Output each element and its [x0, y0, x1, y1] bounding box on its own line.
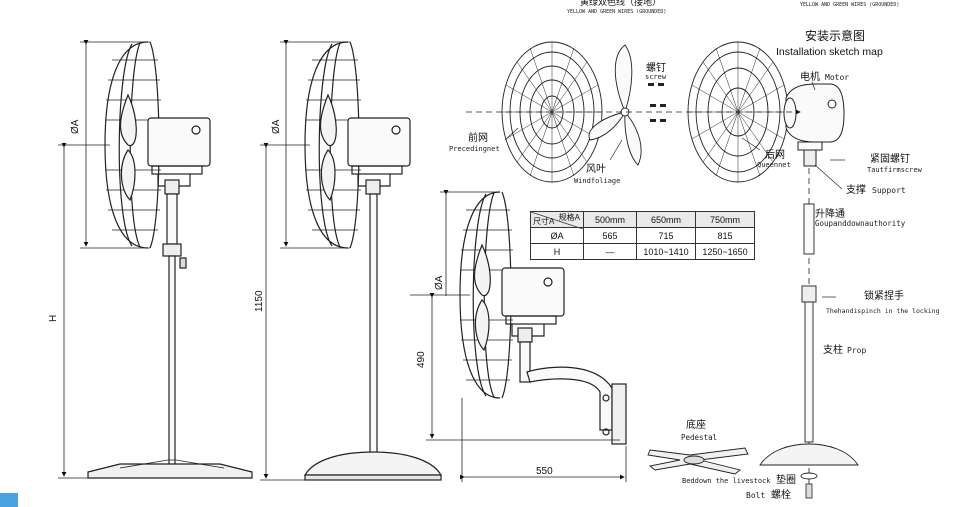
fan3-depth-label: 550: [536, 466, 553, 477]
label-screw-cn: 螺钉: [646, 62, 666, 74]
bolt: [805, 483, 813, 499]
spec-header-cell: 500mm: [583, 211, 637, 228]
motor: [783, 83, 845, 167]
lock-sleeve: [801, 285, 817, 303]
corner-diagonal: [531, 212, 583, 229]
spec-header-cell: 650mm: [636, 211, 696, 228]
fan2-dimensions: [260, 40, 350, 481]
spec-table-corner: 规格A 尺寸A: [530, 211, 584, 229]
fan2-height-label: 1150: [254, 290, 265, 312]
spec-table: 规格A 尺寸A 500mm 650mm 750mm ØA 565 715 815…: [530, 211, 755, 260]
label-blade-cn: 风叶: [586, 163, 606, 175]
cross-pedestal: [647, 447, 749, 475]
label-bolt-en: Bolt: [746, 491, 765, 500]
label-bolt-cn: 螺栓: [771, 488, 791, 501]
label-bed-en: Beddown the livestock: [682, 477, 771, 485]
fan1-dimensions: [58, 40, 150, 479]
spec-row-label: ØA: [530, 227, 584, 244]
label-prop-en: Prop: [847, 346, 866, 355]
top-label-en: YELLOW AND GREEN WIRES (GROUNDED): [567, 9, 666, 15]
corner-top-label: 规格A: [558, 213, 580, 222]
spec-cell: 1010~1410: [636, 243, 696, 260]
label-motor-cn: 电机: [800, 70, 820, 83]
pedestal-fan-adjustable: [87, 41, 253, 479]
label-pedestal-en: Pedestal: [681, 433, 717, 442]
label-blade-en: Windfoliage: [574, 177, 620, 185]
fan3-diameter-label: ØA: [434, 275, 445, 290]
label-screw-en: screw: [645, 73, 667, 81]
label-rear-net-en: Queennet: [757, 161, 791, 169]
label-lock-en: Thehandispinch in the locking: [826, 307, 940, 315]
wall-mounted-fan: [459, 191, 627, 445]
label-prop-cn: 支柱: [823, 343, 843, 356]
prop-pole: [804, 301, 814, 443]
sketch-title-cn: 安装示意图: [805, 28, 865, 43]
label-taut-cn: 紧固螺钉: [870, 153, 910, 165]
label-lock-cn: 锁紧捏手: [864, 289, 904, 302]
fan3-dimensions: [410, 190, 627, 482]
label-washer-cn: 垫圈: [776, 473, 796, 486]
spec-table-row: ØA 565 715 815: [530, 227, 755, 244]
label-taut-en: Tautfirmscrew: [867, 166, 923, 174]
top-label-right-en: YELLOW AND GREEN WIRES (GROUNDED): [800, 2, 899, 8]
fan2-diameter-label: ØA: [271, 119, 282, 134]
label-support-cn: 支撑: [846, 183, 866, 196]
corner-tab[interactable]: [0, 493, 18, 507]
round-base: [759, 443, 859, 466]
spec-row-label: H: [530, 243, 584, 260]
fan1-diameter-label: ØA: [70, 119, 81, 134]
fan3-height-label: 490: [416, 351, 427, 368]
corner-bottom-label: 尺寸A: [533, 217, 555, 226]
label-motor-en: Motor: [825, 73, 849, 82]
wind-blade: [588, 44, 642, 166]
label-rear-net-cn: 后网: [765, 149, 785, 161]
washer: [800, 472, 818, 480]
label-support-en: Support: [872, 186, 906, 195]
sketch-title-en: Installation sketch map: [776, 46, 883, 58]
spec-cell: 1250~1650: [695, 243, 755, 260]
label-front-net-cn: 前网: [468, 131, 488, 144]
spec-table-header: 规格A 尺寸A 500mm 650mm 750mm: [530, 211, 755, 229]
spec-cell: —: [583, 243, 637, 260]
fan1-height-label: H: [48, 315, 59, 322]
top-label-cn: 黄绿双色线（接地）: [580, 0, 661, 8]
label-lift-cn: 升降通: [815, 207, 845, 220]
label-lift-en: Goupanddownauthority: [815, 219, 906, 228]
label-front-net-en: Precedingnet: [449, 145, 500, 153]
pedestal-fan-fixed: [303, 41, 443, 481]
spec-cell: 565: [583, 227, 637, 244]
label-pedestal-cn: 底座: [686, 418, 706, 431]
spec-cell: 715: [636, 227, 696, 244]
screws: [648, 83, 666, 122]
leader-lines: [504, 81, 845, 298]
spec-cell: 815: [695, 227, 755, 244]
spec-table-row: H — 1010~1410 1250~1650: [530, 243, 755, 260]
lift-tube: [803, 203, 815, 255]
spec-header-cell: 750mm: [695, 211, 755, 228]
